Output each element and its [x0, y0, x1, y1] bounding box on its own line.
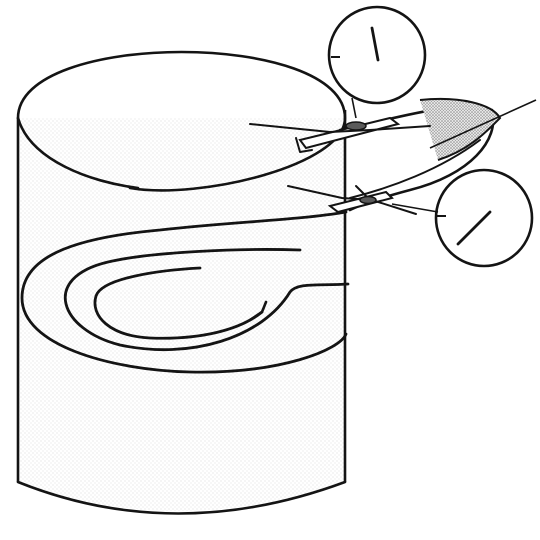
cylinder	[18, 52, 345, 514]
upper-ribbon-inner	[420, 99, 500, 160]
upper-gauge-leader	[352, 98, 356, 118]
upper-aircraft-canopy	[346, 122, 366, 130]
cylinder-body	[18, 118, 345, 511]
lower-gauge	[392, 170, 532, 266]
upper-gauge	[329, 7, 425, 118]
lower-aircraft-canopy	[360, 197, 376, 204]
